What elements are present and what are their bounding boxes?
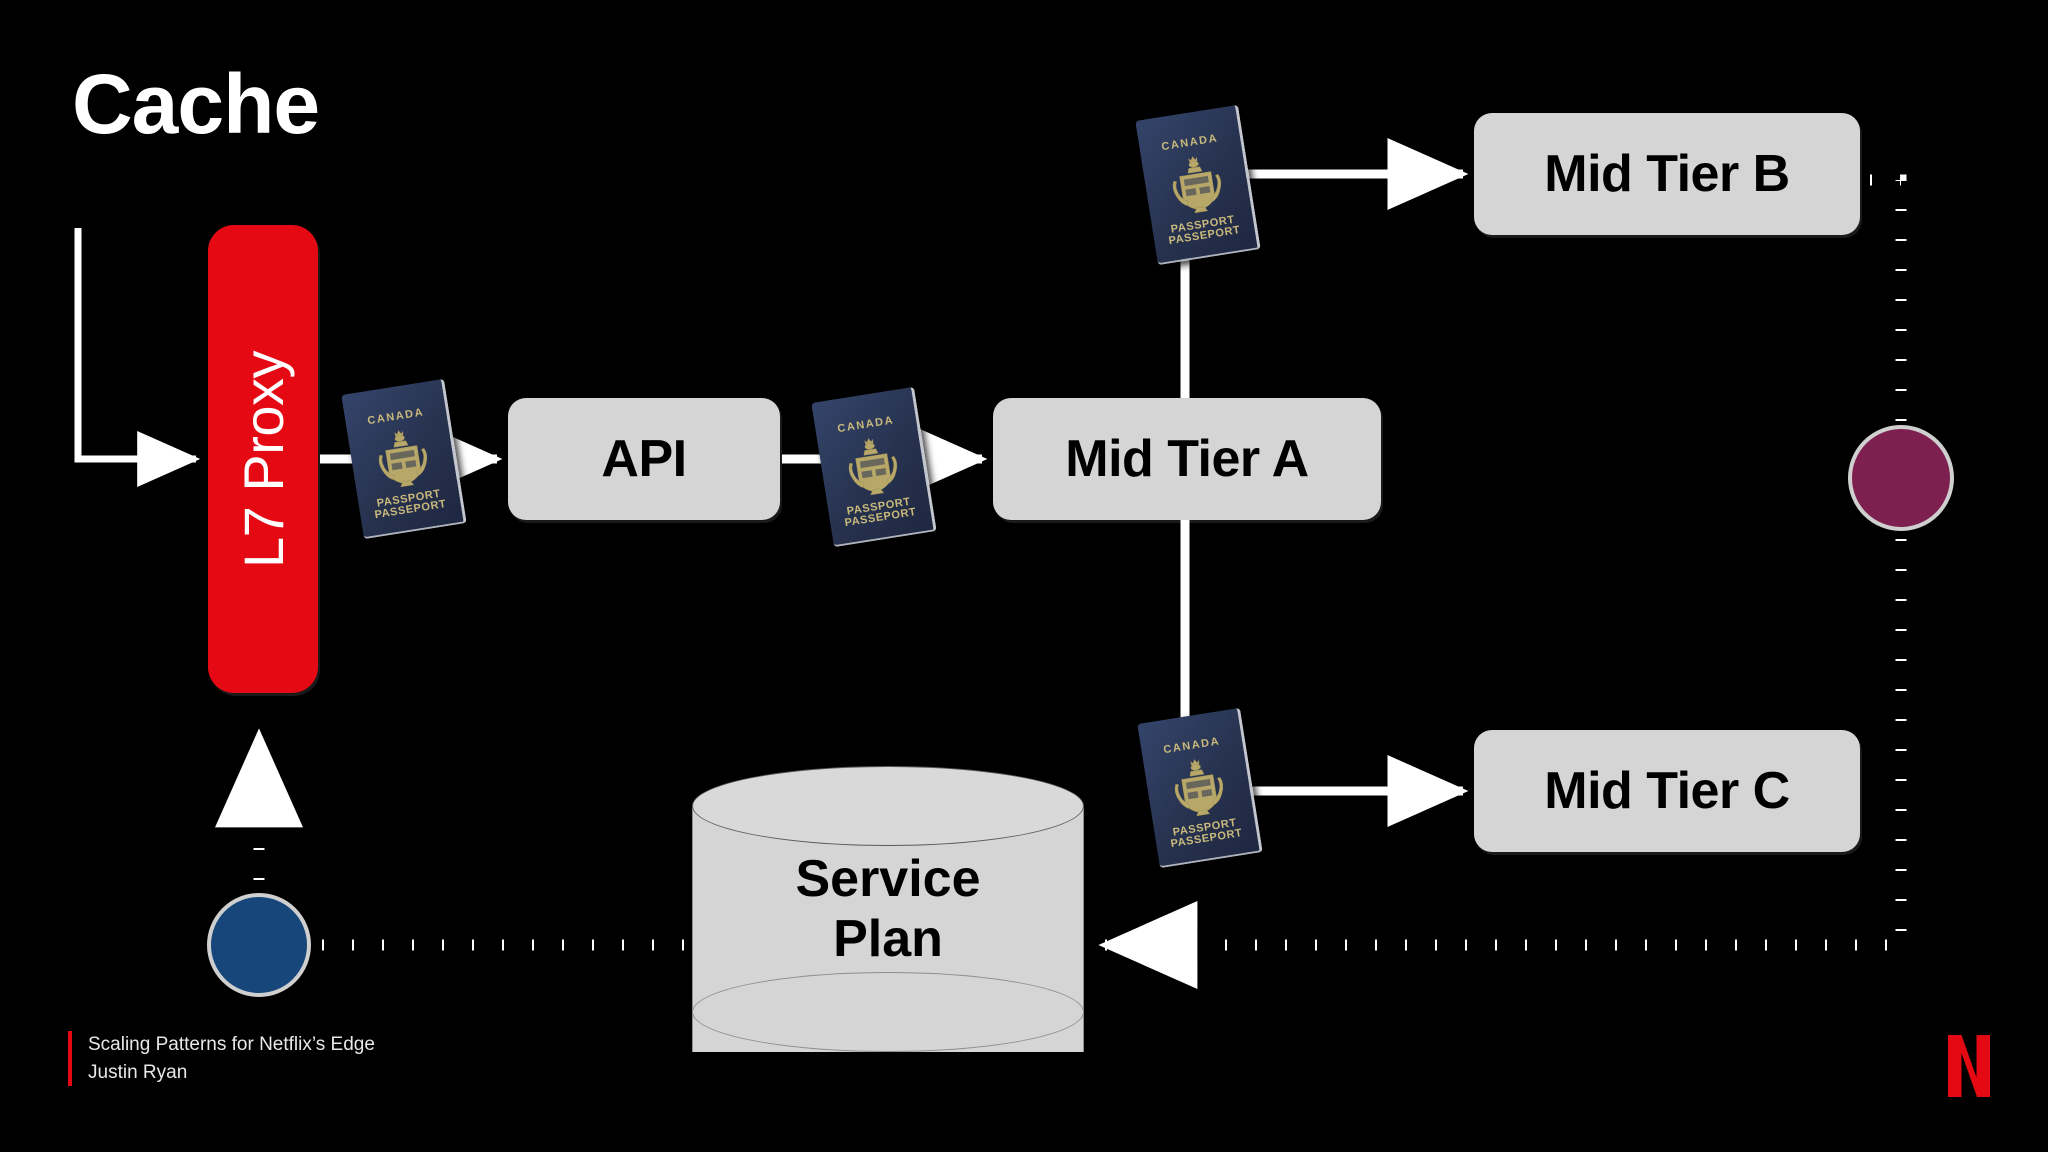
node-mid-tier-b-label: Mid Tier B bbox=[1544, 145, 1790, 203]
coat-of-arms-icon bbox=[1172, 156, 1221, 214]
node-mid-tier-b[interactable]: Mid Tier B bbox=[1474, 113, 1860, 235]
passport-country-label: CANADA bbox=[1162, 735, 1222, 757]
node-api[interactable]: API bbox=[508, 398, 780, 520]
node-service-plan[interactable]: Service Plan bbox=[692, 766, 1084, 1092]
coat-of-arms-icon bbox=[848, 438, 897, 496]
passport-icon: CANADA PASSPORT PASSEPORT bbox=[811, 386, 937, 548]
coat-of-arms-icon bbox=[1174, 759, 1223, 817]
node-cache-write-circle[interactable] bbox=[207, 893, 311, 997]
netflix-n-logo-icon bbox=[1948, 1035, 1990, 1097]
passport-country-label: CANADA bbox=[1160, 132, 1220, 154]
cylinder-top bbox=[692, 766, 1084, 846]
passport-icon: CANADA PASSPORT PASSEPORT bbox=[1137, 707, 1263, 869]
node-service-plan-label-line1: Service bbox=[795, 850, 981, 908]
node-cache-invalidate-circle[interactable] bbox=[1848, 425, 1954, 531]
node-l7-proxy[interactable]: L7 Proxy bbox=[208, 225, 318, 693]
node-mid-tier-a-label: Mid Tier A bbox=[1065, 430, 1309, 488]
node-service-plan-label: Service Plan bbox=[692, 850, 1084, 970]
coat-of-arms-icon bbox=[378, 430, 427, 488]
node-mid-tier-c-label: Mid Tier C bbox=[1544, 762, 1790, 820]
node-l7-proxy-label: L7 Proxy bbox=[231, 350, 295, 568]
footer: Scaling Patterns for Netflix’s Edge Just… bbox=[68, 1031, 375, 1087]
node-mid-tier-c[interactable]: Mid Tier C bbox=[1474, 730, 1860, 852]
node-service-plan-label-line2: Plan bbox=[833, 909, 943, 968]
footer-talk-title: Scaling Patterns for Netflix’s Edge bbox=[88, 1034, 375, 1055]
edge-ingress-to-l7proxy bbox=[74, 228, 201, 487]
node-api-label: API bbox=[601, 430, 687, 488]
footer-speaker-name: Justin Ryan bbox=[88, 1061, 188, 1083]
page-title: Cache bbox=[72, 57, 320, 151]
passport-country-label: CANADA bbox=[366, 406, 426, 428]
cylinder-bottom bbox=[692, 972, 1084, 1052]
passport-country-label: CANADA bbox=[836, 414, 896, 436]
passport-icon: CANADA PASSPORT PASSEPORT bbox=[1135, 104, 1261, 266]
node-mid-tier-a[interactable]: Mid Tier A bbox=[993, 398, 1381, 520]
passport-icon: CANADA PASSPORT PASSEPORT bbox=[341, 378, 467, 540]
